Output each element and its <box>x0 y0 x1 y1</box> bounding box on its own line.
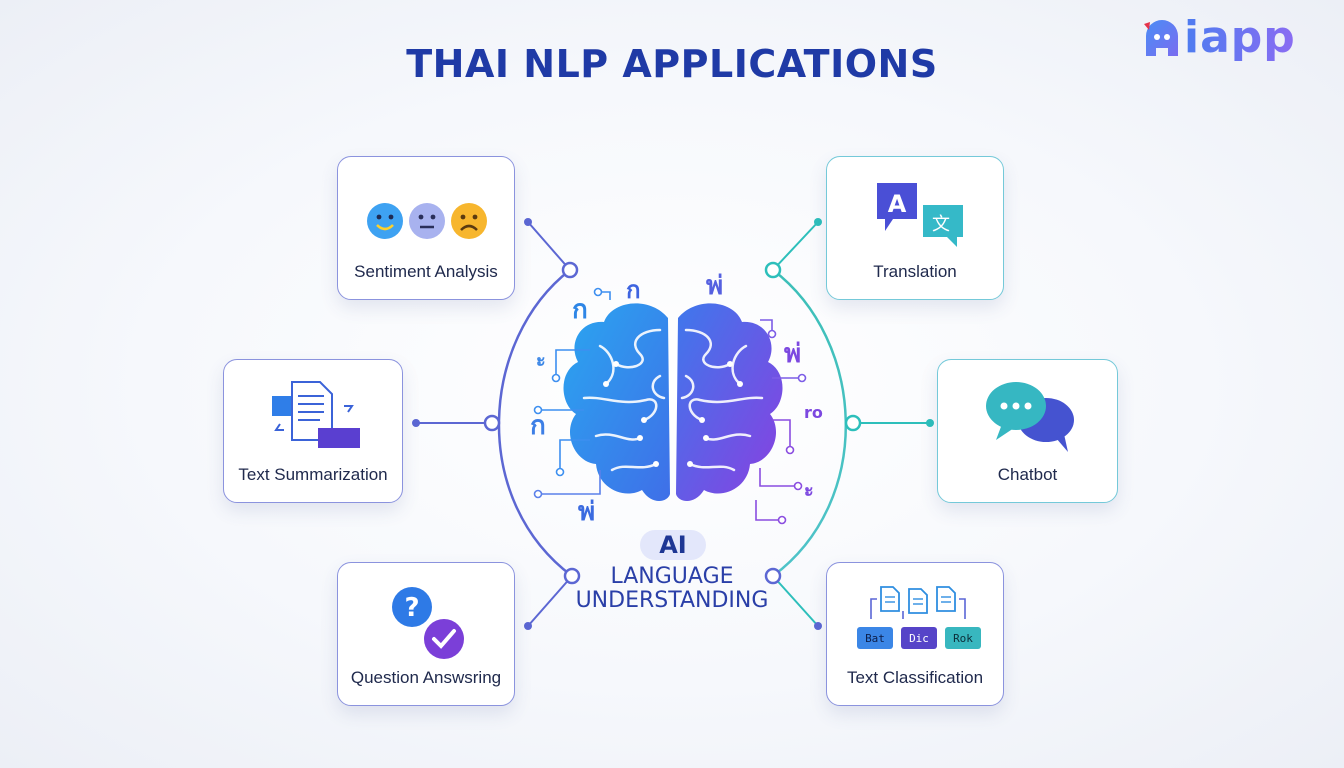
iapp-logo: iapp <box>1140 12 1326 63</box>
svg-text:Rok: Rok <box>953 632 973 645</box>
ai-badge: AI <box>640 530 706 560</box>
card-label: Question Answsring <box>350 668 502 687</box>
right-connectors <box>772 221 930 627</box>
card-text-summarization[interactable]: Text Summarization <box>223 359 403 503</box>
card-label: Text Classification <box>846 668 984 687</box>
card-text-classification[interactable]: Bat Dic Rok Text Classification <box>826 562 1004 706</box>
thai-glyph: พ่ <box>784 339 801 369</box>
card-translation[interactable]: A 文 Translation <box>826 156 1004 300</box>
thai-glyphs: ก ก พ่ ะ พ่ ro ก พ่ ะ <box>530 271 823 527</box>
left-connector-dots <box>412 218 532 630</box>
doc-classes-icon: Bat Dic Rok <box>857 586 981 649</box>
center-line-2: UNDERSTANDING <box>575 588 769 613</box>
brain-icon <box>563 303 783 501</box>
card-sentiment-analysis[interactable]: Sentiment Analysis <box>337 156 515 300</box>
thai-glyph: พ่ <box>578 497 595 527</box>
center-line-1: LANGUAGE <box>610 564 734 589</box>
left-connector-rings <box>483 261 581 585</box>
card-label: Chatbot <box>997 465 1058 484</box>
question-check-icon: ? <box>392 587 464 659</box>
thai-glyph: ก <box>572 295 588 325</box>
chat-bubbles-icon <box>986 382 1074 452</box>
left-connectors <box>416 221 573 627</box>
logo-wordmark: iapp <box>1184 12 1296 63</box>
emoji-faces-icon <box>367 203 487 239</box>
thai-glyph: ro <box>804 403 823 422</box>
svg-text:文: 文 <box>932 214 950 235</box>
card-label: Translation <box>873 262 957 281</box>
thai-glyph: ก <box>626 276 641 304</box>
svg-text:Dic: Dic <box>909 632 929 645</box>
svg-text:?: ? <box>404 593 419 623</box>
thai-glyph: ะ <box>536 350 546 371</box>
page-title: THAI NLP APPLICATIONS <box>406 42 938 86</box>
card-chatbot[interactable]: Chatbot <box>937 359 1118 503</box>
right-connector-dots <box>814 218 934 427</box>
thai-glyph: ะ <box>804 480 814 501</box>
circuit-nodes <box>533 287 807 525</box>
thai-glyph: พ่ <box>706 271 723 301</box>
translate-bubbles-icon: A 文 <box>877 183 963 247</box>
card-question-answering[interactable]: ? Question Answsring <box>337 562 515 706</box>
logo-robot-icon <box>1144 20 1178 56</box>
card-label: Sentiment Analysis <box>354 262 498 281</box>
circuit-traces <box>540 291 800 521</box>
card-label: Text Summarization <box>238 465 388 484</box>
right-connector-rings <box>764 261 862 432</box>
thai-glyph: ก <box>530 411 546 441</box>
document-summary-icon <box>272 381 360 448</box>
svg-text:A: A <box>888 190 907 218</box>
right-arc <box>772 269 848 578</box>
svg-text:Bat: Bat <box>865 632 885 645</box>
